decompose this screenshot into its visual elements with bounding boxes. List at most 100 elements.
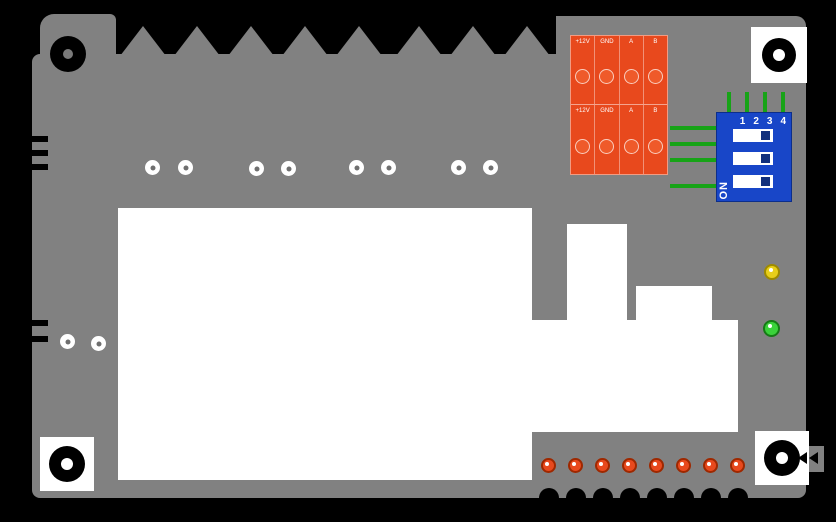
terminal-cell: [571, 118, 596, 174]
led-glint: [680, 461, 685, 466]
dip-switch: 1 2 3 4 ON: [716, 112, 792, 202]
solder-pad: [483, 160, 498, 175]
solder-pad: [249, 161, 264, 176]
edge-slot-notch: [26, 150, 48, 156]
terminal-label: B: [653, 108, 658, 114]
pad-hole: [254, 166, 259, 171]
led-glint: [653, 461, 658, 466]
terminal-cell: [644, 49, 667, 104]
board-edge-tooth: [174, 26, 220, 56]
led-glint: [545, 461, 550, 466]
led-glint: [572, 461, 577, 466]
pcb-trace: [670, 158, 716, 162]
terminal-label: A: [620, 36, 644, 49]
terminal-cell: [571, 49, 596, 104]
edge-scallop: [620, 488, 640, 508]
edge-slot-notch: [26, 320, 48, 326]
terminal-label: +12V: [571, 105, 596, 118]
terminal-label: A: [620, 105, 644, 118]
edge-scallop: [674, 488, 694, 508]
terminal-cell: [644, 118, 667, 174]
masked-region: [567, 224, 627, 324]
terminal-screw: [647, 69, 663, 84]
terminal-label: GND: [595, 36, 620, 49]
mounting-hole-center: [773, 49, 785, 61]
led-glint: [626, 461, 631, 466]
pad-hole: [183, 165, 188, 170]
terminal-screw: [623, 138, 639, 154]
dip-number: 1: [739, 116, 746, 127]
terminal-cells: [571, 49, 667, 104]
pad-hole: [286, 166, 291, 171]
solder-pad: [281, 161, 296, 176]
led-glint: [734, 461, 739, 466]
edge-slot-notch: [26, 164, 48, 170]
edge-scallop: [647, 488, 667, 508]
solder-pad: [178, 160, 193, 175]
pad-hole: [354, 165, 359, 170]
red-indicator-led: [568, 458, 583, 473]
solder-pad: [145, 160, 160, 175]
terminal-label: B: [653, 39, 658, 45]
terminal-screw: [599, 138, 615, 154]
edge-scallop: [539, 488, 559, 508]
board-edge-tooth: [228, 26, 274, 56]
dip-number: 2: [753, 116, 759, 127]
mounting-hole-center: [63, 49, 73, 59]
pcb-trace: [781, 92, 785, 112]
dip-switch-numbers: 1 2 3 4: [740, 116, 786, 127]
board-edge-tooth: [396, 26, 442, 56]
pcb-trace: [670, 184, 716, 188]
solder-pad: [60, 334, 75, 349]
dip-on-label: ON: [718, 180, 730, 200]
board-edge-tooth: [336, 26, 382, 56]
red-indicator-led: [622, 458, 637, 473]
masked-region: [530, 320, 738, 432]
masked-region: [118, 208, 532, 480]
terminal-label: GND: [595, 105, 620, 118]
pcb-trace: [745, 92, 749, 112]
board-edge-tooth: [450, 26, 496, 56]
pad-hole: [488, 165, 493, 170]
pad-hole: [456, 165, 461, 170]
edge-slot-notch: [26, 336, 48, 342]
red-indicator-led: [730, 458, 745, 473]
pad-hole: [386, 165, 391, 170]
edge-slot-notch: [26, 136, 48, 142]
pad-hole: [96, 341, 101, 346]
dip-number: 4: [780, 116, 786, 127]
terminal-cell: [620, 49, 644, 104]
dip-number: 3: [766, 116, 773, 127]
red-indicator-led: [649, 458, 664, 473]
dip-slider-nub: [761, 177, 770, 186]
mounting-hole-bottom-left: [49, 446, 85, 482]
pcb-trace: [670, 126, 716, 130]
mounting-hole-top-right: [762, 38, 796, 72]
mounting-hole-top-left: [50, 36, 86, 72]
edge-connector-chevron: [809, 452, 818, 464]
edge-scallop: [701, 488, 721, 508]
solder-pad: [349, 160, 364, 175]
terminal-label: +12V: [571, 36, 596, 49]
screw-terminal-block: +12V GND A B +12V GND A B: [570, 35, 668, 175]
terminal-cell: [595, 49, 620, 104]
terminal-row: +12V GND A B: [571, 36, 667, 105]
pad-hole: [65, 339, 70, 344]
dip-slider-nub: [761, 154, 770, 163]
mounting-hole-center: [776, 452, 788, 464]
solder-pad: [91, 336, 106, 351]
terminal-labels: +12V GND A B: [571, 105, 667, 118]
red-indicator-led: [595, 458, 610, 473]
terminal-screw: [623, 69, 639, 84]
pcb-trace: [763, 92, 767, 112]
edge-scallop: [566, 488, 586, 508]
terminal-row: +12V GND A B: [571, 105, 667, 174]
board-edge-tooth: [120, 26, 166, 56]
led-glint: [707, 461, 712, 466]
dip-switch-slider: [733, 129, 773, 142]
dip-switch-slider: [733, 152, 773, 165]
terminal-screw: [599, 69, 615, 84]
terminal-cells: [571, 118, 667, 174]
edge-scallop: [593, 488, 613, 508]
edge-scallop: [728, 488, 748, 508]
